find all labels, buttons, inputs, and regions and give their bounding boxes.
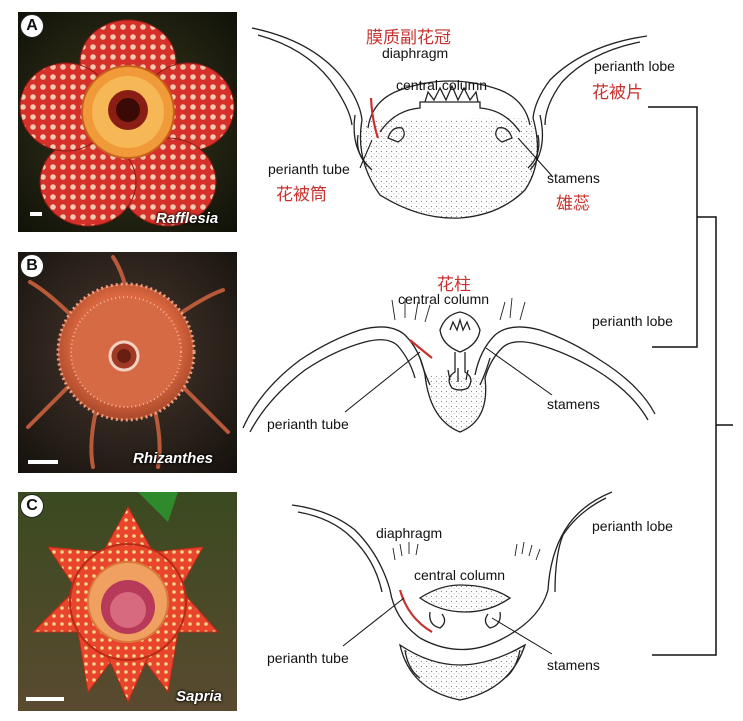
label-stamens-a: stamens: [547, 170, 600, 186]
label-diaphragm-c: diaphragm: [376, 525, 443, 541]
panel-label-a: A: [20, 14, 44, 38]
label-stamens-c: stamens: [547, 657, 600, 673]
perianth-tube-highlight-b: [409, 339, 433, 359]
label-perianth-lobe-c: perianth lobe: [592, 518, 673, 534]
perianth-tube-highlight-c: [398, 589, 433, 633]
label-stamens-b: stamens: [547, 396, 600, 412]
perianth-tube-highlight-a: [369, 97, 380, 139]
label-diaphragm-zh-a: 膜质副花冠: [366, 28, 451, 48]
label-perianth-tube-a: perianth tube: [268, 161, 350, 177]
label-central-column-b: central column: [398, 291, 490, 307]
label-perianth-lobe-b: perianth lobe: [592, 313, 673, 329]
sapria-cross-section: [291, 491, 613, 701]
label-central-column-a: central column: [396, 77, 488, 93]
photo-rhizanthes: [18, 252, 237, 473]
label-perianth-lobe-zh-a: 花被片: [592, 83, 643, 103]
species-name-sapria: Sapria: [176, 688, 222, 705]
label-diaphragm-a: diaphragm: [382, 45, 449, 61]
label-perianth-tube-zh-a: 花被筒: [276, 185, 327, 205]
label-perianth-tube-c: perianth tube: [267, 650, 349, 666]
scale-bar-b: [28, 460, 58, 464]
sapria-photo-illustration: [18, 492, 237, 711]
label-central-column-zh-b: 花柱: [437, 275, 471, 295]
phylogeny-bracket: [648, 106, 733, 656]
label-perianth-tube-b: perianth tube: [267, 416, 349, 432]
panel-label-b: B: [20, 254, 44, 278]
panel-label-c: C: [20, 494, 44, 518]
scale-bar-c: [26, 697, 64, 701]
rhizanthes-cross-section: [242, 297, 656, 433]
label-perianth-lobe-a: perianth lobe: [594, 58, 675, 74]
photo-sapria: [18, 492, 237, 711]
leader-lines: [342, 137, 553, 655]
label-stamens-zh-a: 雄蕊: [556, 194, 590, 214]
rhizanthes-photo-illustration: [18, 252, 237, 473]
scale-bar-a: [30, 212, 42, 216]
species-name-rhizanthes: Rhizanthes: [133, 450, 214, 467]
label-central-column-c: central column: [414, 567, 506, 583]
rafflesia-photo-illustration: [18, 12, 237, 232]
photo-rafflesia: [18, 12, 237, 232]
rafflesia-cross-section: [251, 27, 648, 219]
species-name-rafflesia: Rafflesia: [156, 210, 219, 227]
